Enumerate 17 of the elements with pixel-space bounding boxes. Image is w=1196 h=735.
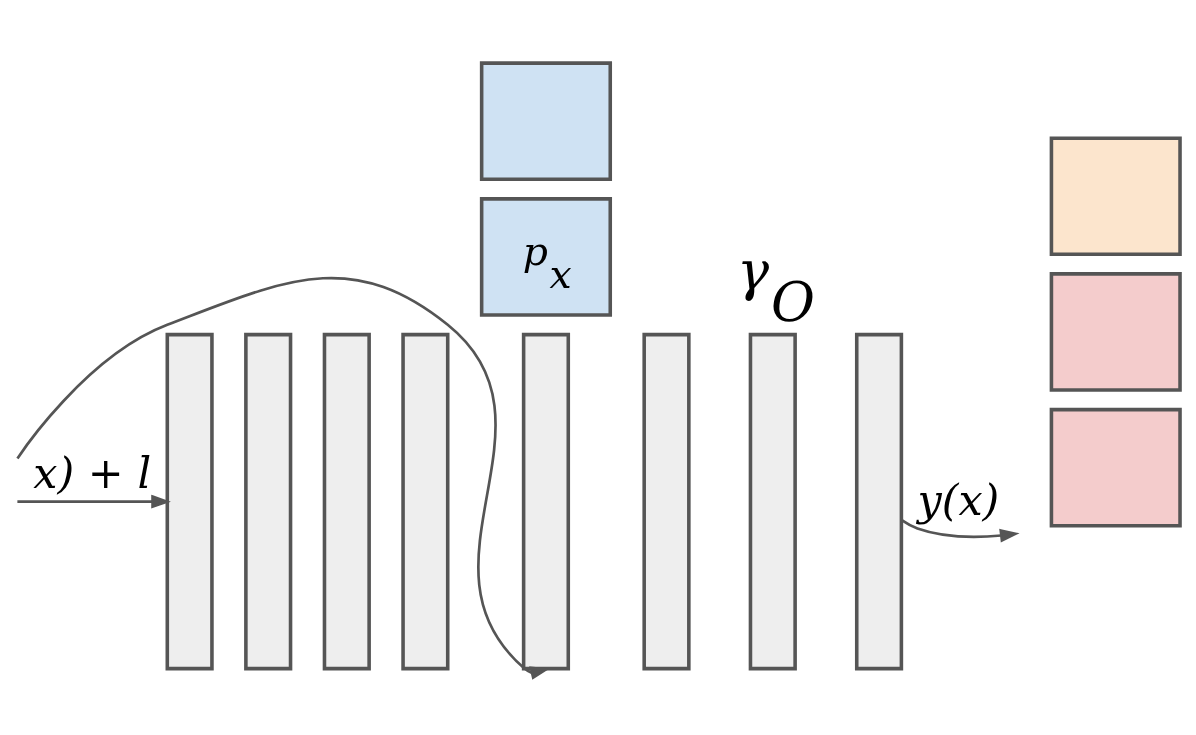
node-box (1049, 135, 1182, 256)
node-bar (521, 332, 571, 670)
node-bar (854, 332, 904, 670)
arrow (17, 494, 171, 509)
node-bar (244, 332, 293, 670)
arrow (16, 276, 550, 680)
node-bar (401, 332, 450, 670)
node-bar (748, 332, 797, 670)
node-bar (322, 332, 371, 670)
arrow (901, 518, 1020, 542)
node-box (1049, 407, 1182, 528)
edge-label: x) + l (33, 447, 152, 498)
node-bar (165, 332, 214, 670)
node-box (1049, 271, 1182, 392)
node-box (479, 60, 613, 181)
node-bar (642, 332, 691, 670)
edge-label: y(x) (917, 474, 1000, 524)
